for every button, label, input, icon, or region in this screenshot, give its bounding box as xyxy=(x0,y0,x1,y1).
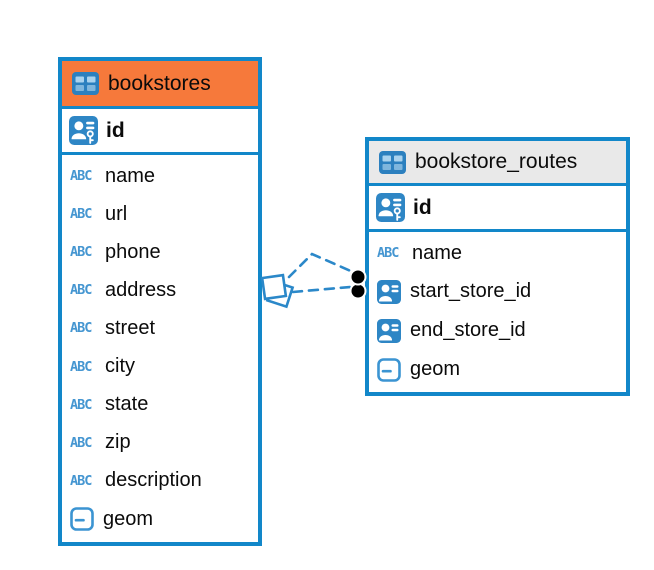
field-row-address: ABC address xyxy=(62,271,258,309)
text-type-icon: ABC xyxy=(70,282,92,299)
text-type-icon: ABC xyxy=(377,245,399,261)
table-title: bookstores xyxy=(108,71,211,95)
primary-key-icon xyxy=(376,193,405,222)
field-name: description xyxy=(105,469,202,492)
text-type-icon: ABC xyxy=(70,320,92,337)
table-icon xyxy=(72,72,99,95)
table-bookstores[interactable]: bookstores id ABC name xyxy=(58,57,262,546)
reference-type-icon xyxy=(377,279,401,304)
field-row-street: ABC street xyxy=(62,309,258,347)
relation-endpoint-dot-upper xyxy=(349,268,367,286)
field-name: url xyxy=(105,202,128,225)
geometry-type-icon xyxy=(377,357,401,382)
field-row-end-store-id: end_store_id xyxy=(369,311,626,350)
relation-line-lower xyxy=(291,285,352,294)
text-type-icon: ABC xyxy=(70,358,92,375)
pk-field-name: id xyxy=(106,118,125,142)
text-type-icon: ABC xyxy=(70,434,92,451)
primary-key-icon xyxy=(69,116,98,145)
field-row-geom: geom xyxy=(369,350,626,389)
text-type-icon: ABC xyxy=(70,396,92,413)
field-name: zip xyxy=(105,431,131,454)
field-row-phone: ABC phone xyxy=(62,233,258,271)
pk-row-id: id xyxy=(62,109,258,155)
pk-field-name: id xyxy=(413,195,432,219)
relation-endpoint-dot-lower xyxy=(349,282,367,300)
field-name: name xyxy=(412,241,463,264)
field-row-name: ABC name xyxy=(369,234,626,272)
field-name: end_store_id xyxy=(410,319,526,341)
table-icon xyxy=(379,150,406,174)
geometry-type-icon xyxy=(70,507,94,532)
field-name: state xyxy=(105,393,149,416)
table-bookstores-fields: ABC name ABC url ABC phone ABC address A… xyxy=(62,155,258,542)
reference-type-icon xyxy=(377,318,401,343)
field-row-url: ABC url xyxy=(62,195,258,233)
field-row-city: ABC city xyxy=(62,347,258,385)
text-type-icon: ABC xyxy=(70,244,92,261)
pk-row-id: id xyxy=(369,186,626,232)
field-row-start-store-id: start_store_id xyxy=(369,272,626,311)
relation-line-upper xyxy=(287,252,355,279)
table-bookstore-routes-fields: ABC name start_store_id xyxy=(369,232,626,392)
text-type-icon: ABC xyxy=(70,472,92,489)
field-name: city xyxy=(105,355,135,378)
field-name: name xyxy=(105,164,156,187)
field-row-zip: ABC zip xyxy=(62,424,258,462)
table-bookstores-header[interactable]: bookstores xyxy=(62,61,258,109)
field-row-geom: geom xyxy=(62,500,258,539)
field-name: geom xyxy=(103,507,154,530)
table-title: bookstore_routes xyxy=(415,150,578,173)
field-row-name: ABC name xyxy=(62,157,258,195)
field-name: start_store_id xyxy=(410,280,532,302)
text-type-icon: ABC xyxy=(70,168,92,185)
field-name: address xyxy=(105,278,177,301)
field-row-description: ABC description xyxy=(62,462,258,500)
field-name: phone xyxy=(105,240,161,263)
field-name: street xyxy=(105,316,156,339)
relation-source-marker xyxy=(260,273,295,309)
text-type-icon: ABC xyxy=(70,206,92,223)
field-row-state: ABC state xyxy=(62,386,258,424)
table-bookstore-routes-header[interactable]: bookstore_routes xyxy=(369,141,626,186)
field-name: geom xyxy=(410,358,461,380)
table-bookstore-routes[interactable]: bookstore_routes id ABC name xyxy=(365,137,630,396)
